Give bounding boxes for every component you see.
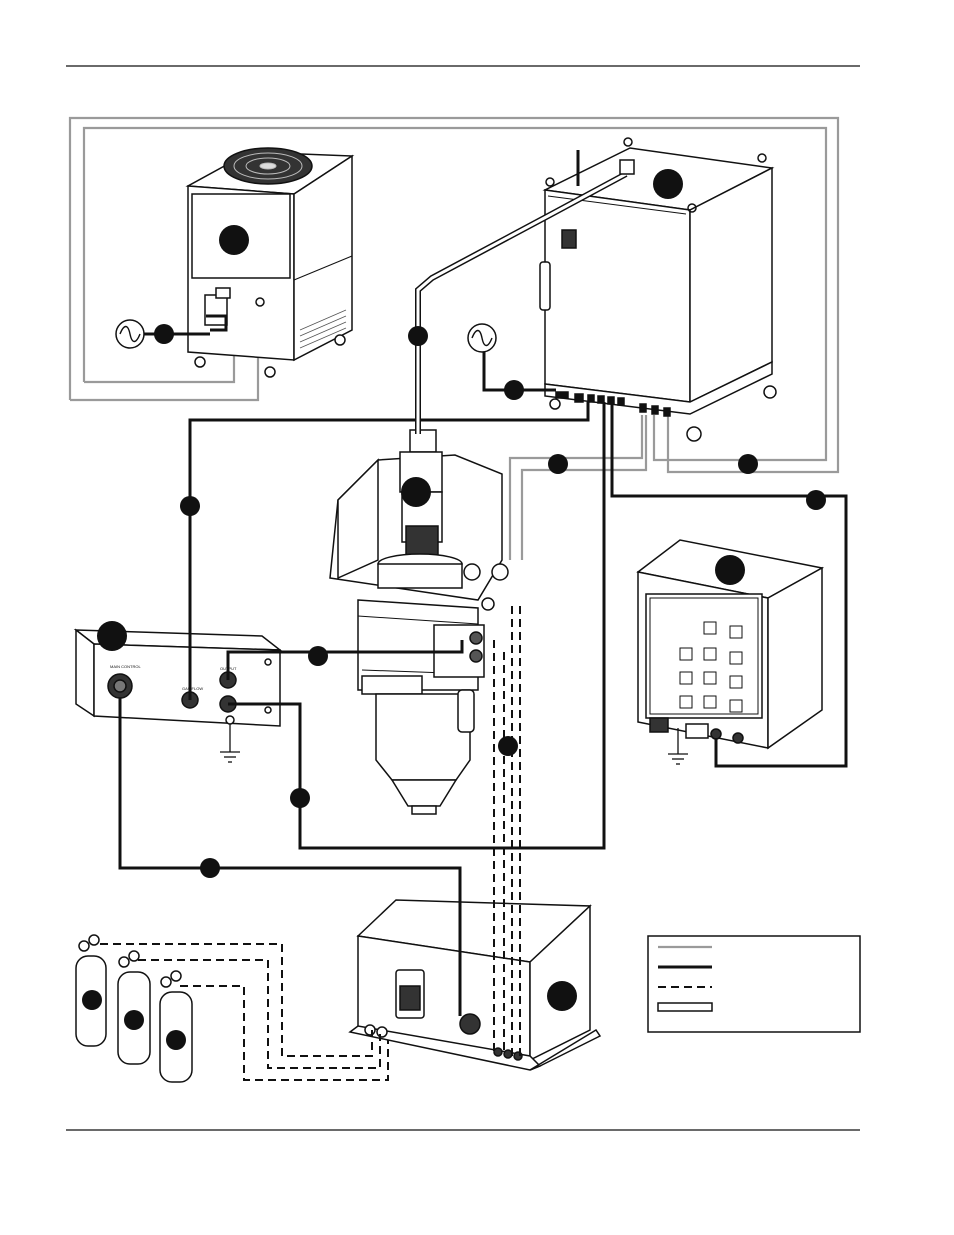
ground-symbol-control (220, 724, 240, 763)
marker-coolant-return (738, 454, 758, 474)
ac-power-icon-chiller (115, 319, 145, 349)
marker-coolant-head (548, 454, 568, 474)
coolant-hoses (68, 116, 840, 560)
label-gas-flow: GAS FLOW (182, 686, 203, 691)
label-main-control: MAIN CONTROL (110, 664, 141, 669)
marker-interlock-cable (180, 496, 200, 516)
marker-drive-box (715, 555, 745, 585)
marker-cylinder-2 (124, 1010, 144, 1030)
marker-drive-cable (806, 490, 826, 510)
ground-symbol-drive (668, 728, 688, 765)
marker-control-box (97, 621, 127, 651)
marker-main-control-cable (200, 858, 220, 878)
electrical-cables (118, 314, 848, 1016)
marker-head-sensor-cable (308, 646, 328, 666)
marker-output-cable (290, 788, 310, 808)
gas-cylinders (75, 934, 193, 1083)
marker-laser-source (653, 169, 683, 199)
marker-cutting-head (401, 477, 431, 507)
marker-chiller (219, 225, 249, 255)
callout-markers (82, 169, 826, 1050)
legend-frame (647, 935, 861, 1033)
legend (647, 935, 861, 1033)
gas-hoses (100, 606, 521, 1081)
marker-chiller-power (154, 324, 174, 344)
marker-cylinder-1 (82, 990, 102, 1010)
chiller-unit (185, 147, 355, 378)
marker-fiber (408, 326, 428, 346)
marker-gas-console (547, 981, 577, 1011)
marker-source-power (504, 380, 524, 400)
ac-power-icon-source (467, 323, 497, 353)
marker-cylinder-3 (166, 1030, 186, 1050)
legend-swatch-fiber (657, 1002, 713, 1012)
marker-gas-line (498, 736, 518, 756)
drive-box (636, 539, 825, 750)
